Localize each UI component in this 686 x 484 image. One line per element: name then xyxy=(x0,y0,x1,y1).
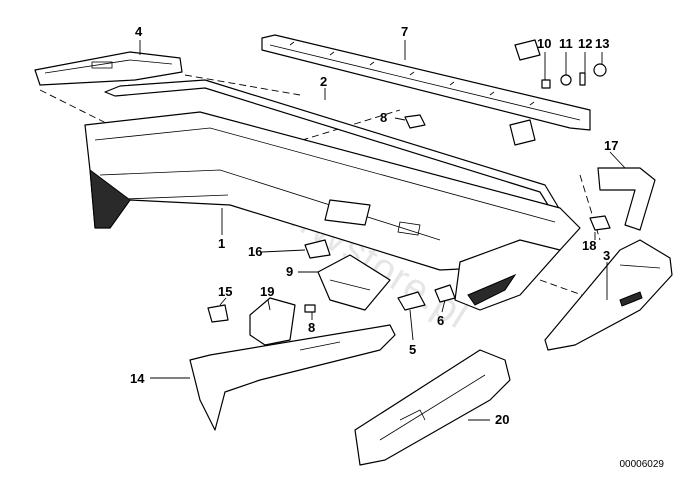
callout-3: 3 xyxy=(603,248,610,263)
callout-11: 11 xyxy=(559,36,573,51)
callout-9: 9 xyxy=(286,264,293,279)
part-16-clip xyxy=(304,239,331,259)
callout-12: 12 xyxy=(578,36,592,51)
callout-17: 17 xyxy=(604,138,618,153)
callout-18: 18 xyxy=(582,238,596,253)
callout-6: 6 xyxy=(437,313,444,328)
part-3-end-cap xyxy=(544,239,673,351)
callout-19: 19 xyxy=(260,284,274,299)
part-1-bumper-cover xyxy=(84,111,581,311)
callout-15: 15 xyxy=(218,284,232,299)
part-8-bolts xyxy=(304,114,426,313)
part-9-pad xyxy=(317,254,391,311)
part-7-upper-rail xyxy=(261,34,591,146)
part-14-mud-flap xyxy=(189,324,396,431)
callout-labels: 4 7 2 8 10 11 12 13 17 1 18 3 16 9 15 19… xyxy=(130,24,618,427)
callout-20: 20 xyxy=(495,412,509,427)
leader-lines xyxy=(139,40,626,421)
callout-1: 1 xyxy=(218,236,225,251)
callout-8-upper: 8 xyxy=(380,110,387,125)
part-20-undertray xyxy=(354,349,511,466)
part-6-bracket xyxy=(434,284,456,303)
callout-13: 13 xyxy=(595,36,609,51)
callout-4: 4 xyxy=(135,24,143,39)
part-17-bracket xyxy=(597,167,656,231)
callout-7: 7 xyxy=(401,24,408,39)
part-19-mount xyxy=(249,297,296,346)
callout-14: 14 xyxy=(130,371,145,386)
part-18-clip xyxy=(589,215,611,231)
callout-2: 2 xyxy=(320,74,327,89)
callout-10: 10 xyxy=(537,36,551,51)
part-5-bracket xyxy=(397,291,426,311)
part-4-trim-strip xyxy=(34,51,183,86)
hardware-group xyxy=(541,63,607,89)
callout-16: 16 xyxy=(248,244,262,259)
callout-5: 5 xyxy=(409,342,416,357)
part-15-nut xyxy=(207,304,229,323)
diagram-reference-code: 00006029 xyxy=(619,459,665,470)
callout-8-lower: 8 xyxy=(308,320,315,335)
